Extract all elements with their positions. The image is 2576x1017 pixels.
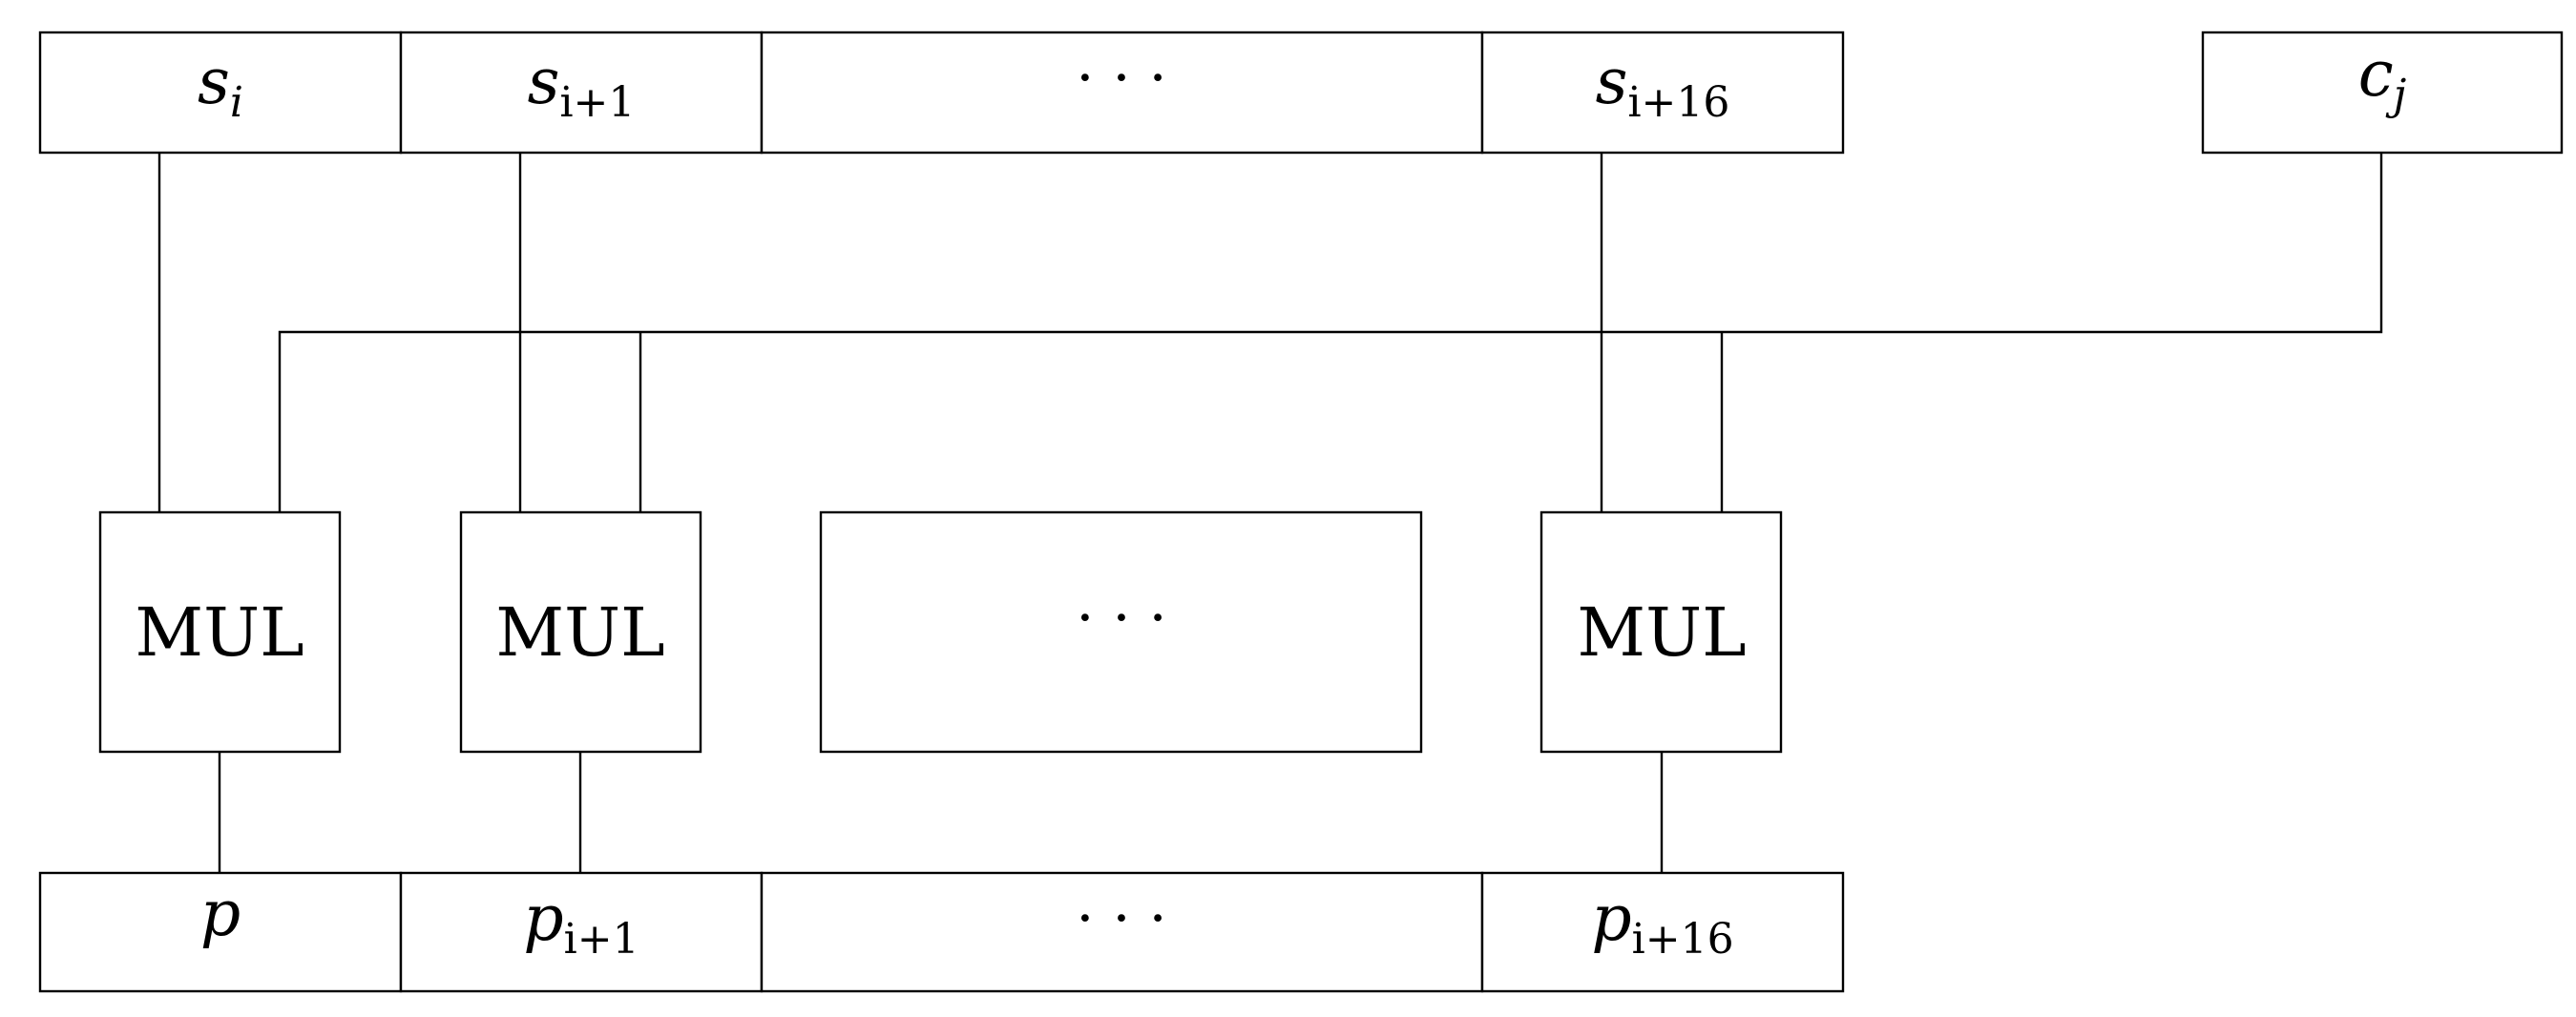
register-s: si si+1 · · · si+16: [38, 31, 1845, 155]
mul-block-dots-label: · · ·: [1076, 585, 1166, 652]
label-p-i1: pi+1: [523, 882, 639, 964]
label-c-j: cj: [2358, 37, 2407, 119]
label-p-dots: · · ·: [1076, 885, 1166, 952]
mul-block-1-label: MUL: [135, 593, 304, 672]
label-s-i: si: [198, 45, 243, 127]
coefficient-register: cj: [2201, 31, 2564, 155]
register-p: p pi+1 · · · pi+16: [38, 871, 1845, 993]
label-p: p: [200, 877, 241, 950]
label-s-i16: si+16: [1596, 45, 1730, 127]
register-cell-s-dots: [760, 31, 1484, 155]
label-s-dots: · · ·: [1076, 45, 1166, 112]
register-cell-s-i16: [1480, 31, 1845, 155]
label-s-i1: si+1: [528, 45, 636, 127]
mul-block-4: [1539, 510, 1783, 754]
register-cell-p-i16: [1480, 871, 1845, 993]
register-cell-p: [38, 871, 403, 993]
mul-block-2-label: MUL: [495, 593, 664, 672]
mul-block-4-label: MUL: [1577, 593, 1746, 672]
multipliers: MUL MUL · · · MUL: [98, 510, 1783, 754]
register-cell-p-i1: [399, 871, 764, 993]
mul-block-dots: [819, 510, 1423, 754]
wires: [157, 153, 2383, 873]
wire-c-j-bus: [278, 153, 2383, 512]
register-cell-s-i1: [399, 31, 764, 155]
mul-block-2: [459, 510, 702, 754]
label-p-i16: pi+16: [1591, 882, 1733, 964]
register-cell-p-dots: [760, 871, 1484, 993]
mul-block-1: [98, 510, 342, 754]
coefficient-cell-c-j: [2201, 31, 2564, 155]
